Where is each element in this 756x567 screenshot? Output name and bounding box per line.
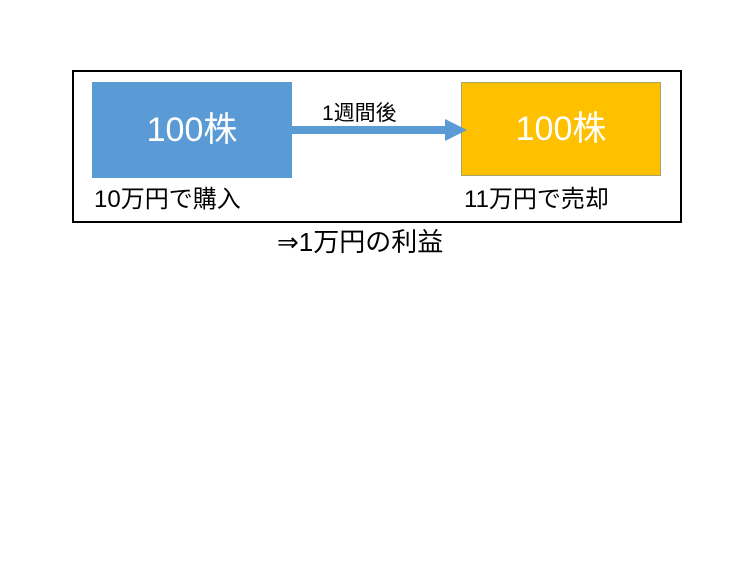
stock-box-sell-label: 100株 <box>515 110 607 148</box>
stock-box-sell: 100株 <box>461 82 661 176</box>
sell-price-caption: 11万円で売却 <box>464 186 609 213</box>
stock-box-buy: 100株 <box>92 82 292 178</box>
stock-box-buy-label: 100株 <box>146 111 238 149</box>
transition-arrow <box>292 118 467 142</box>
transition-arrow-label: 1週間後 <box>322 102 397 125</box>
profit-conclusion: ⇒1万円の利益 <box>277 227 444 257</box>
arrow-right-icon <box>292 119 467 141</box>
buy-price-caption: 10万円で購入 <box>94 186 241 213</box>
